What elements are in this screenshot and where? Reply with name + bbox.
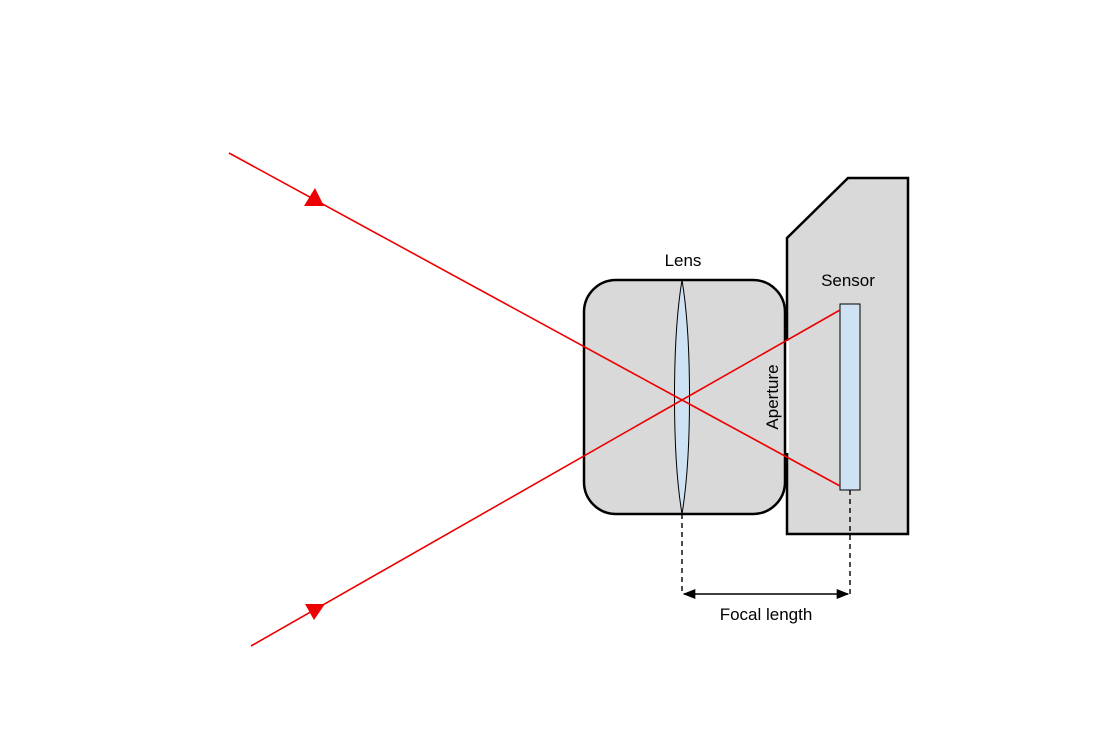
- focal-length-label: Focal length: [720, 605, 813, 624]
- aperture-label: Aperture: [763, 364, 782, 429]
- light-rays: [228, 152, 841, 647]
- sensor: [839, 303, 861, 491]
- ray-lower: [250, 309, 841, 647]
- ray-upper-arrow: [304, 188, 324, 206]
- sensor-label: Sensor: [821, 271, 875, 290]
- focal-length-dimension: [681, 490, 851, 600]
- ray-lower-arrow: [305, 604, 325, 620]
- lens-label: Lens: [665, 251, 702, 270]
